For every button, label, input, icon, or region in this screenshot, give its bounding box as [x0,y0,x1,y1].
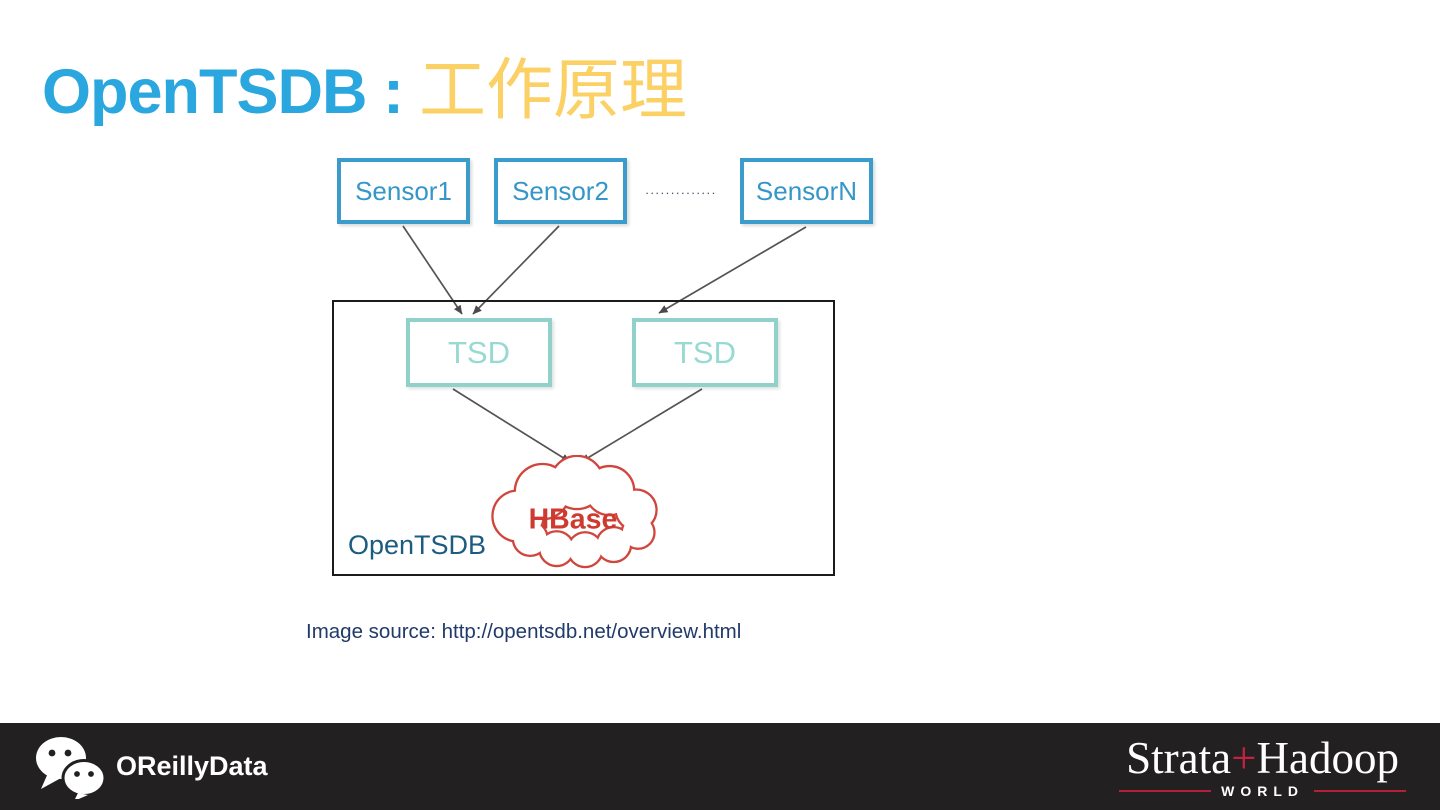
wechat-icon [36,736,106,799]
node-sensor1-label: Sensor1 [355,175,452,206]
ellipsis-dots: ∙∙∙∙∙∙∙∙∙∙∙∙∙∙ [645,185,717,200]
strata-text: Strata [1126,732,1232,783]
node-sensor1: Sensor1 [337,158,470,224]
world-text: WORLD [1221,782,1304,799]
title-main: OpenTSDB : [42,57,404,127]
title-highlight: 工作原理 [419,53,687,128]
node-tsd-left: TSD [406,318,552,387]
node-sensor2-label: Sensor2 [512,175,609,206]
footer-brand-group: OReillyData [34,735,268,799]
strata-hadoop-logo: Strata+Hadoop WORLD [1119,732,1406,798]
node-sensorN: SensorN [740,158,873,224]
node-tsd-right: TSD [632,318,778,387]
world-right-rule [1314,789,1406,792]
strata-hadoop-wordmark: Strata+Hadoop [1119,732,1406,783]
footer-bar: OReillyData Strata+Hadoop WORLD [0,723,1440,810]
opentsdb-container-label: OpenTSDB [348,530,487,560]
footer-brand-label: OReillyData [116,751,268,781]
plus-sign: + [1231,732,1257,783]
node-tsd-right-label: TSD [674,334,736,370]
node-tsd-left-label: TSD [448,334,510,370]
node-sensorN-label: SensorN [755,175,858,206]
image-source-caption: Image source: http://opentsdb.net/overvi… [306,620,742,643]
opentsdb-container-box [332,300,835,576]
world-row: WORLD [1119,784,1406,798]
hadoop-text: Hadoop [1256,732,1399,783]
world-left-rule [1119,789,1212,792]
node-sensor2: Sensor2 [494,158,627,224]
page-title: OpenTSDB :工作原理 [42,36,687,133]
